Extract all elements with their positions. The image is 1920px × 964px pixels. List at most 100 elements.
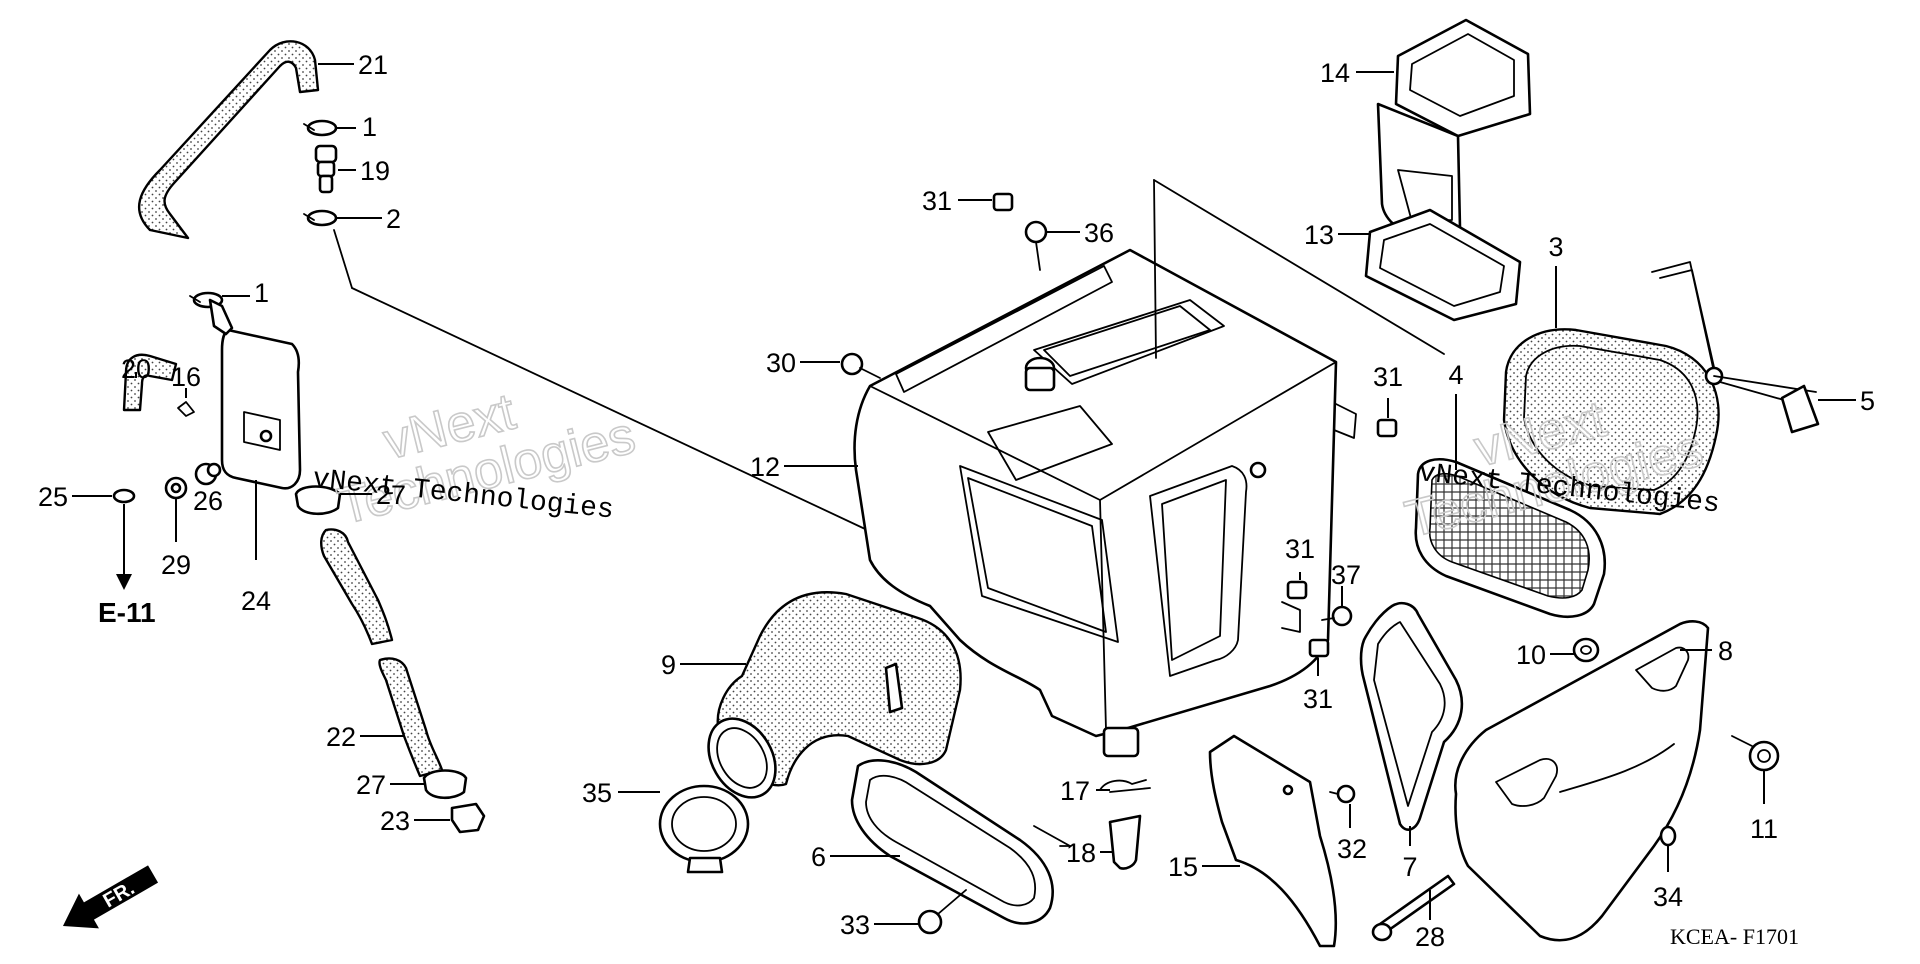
callout-number: 17 xyxy=(1060,776,1090,806)
gasket-7 xyxy=(1359,601,1464,831)
callout-number: 23 xyxy=(380,806,410,836)
duct-14 xyxy=(1376,18,1532,234)
callout-c2: 2 xyxy=(336,204,401,234)
callout-c13: 13 xyxy=(1304,220,1370,250)
callout-c6: 6 xyxy=(811,842,900,872)
callout-c31a: 31 xyxy=(922,186,992,216)
callout-c26: 26 xyxy=(193,486,223,516)
callout-number: 15 xyxy=(1168,852,1198,882)
callout-number: 33 xyxy=(840,910,870,940)
callout-number: 20 xyxy=(121,354,151,384)
callout-number: 7 xyxy=(1402,852,1417,882)
callout-c25: 25 xyxy=(38,482,112,512)
fastener-11 xyxy=(1731,735,1780,772)
callout-number: 22 xyxy=(326,722,356,752)
callout-c19: 19 xyxy=(338,156,390,186)
joint-19 xyxy=(314,144,338,194)
callout-number: 31 xyxy=(922,186,952,216)
grommet-10 xyxy=(1572,637,1600,663)
clamp-27-upper xyxy=(294,485,342,516)
clamp-band-35 xyxy=(658,784,750,874)
holder-5 xyxy=(1651,261,1820,434)
callout-c23: 23 xyxy=(380,806,450,836)
diagram-code: KCEA- F1701 xyxy=(1670,924,1799,949)
callout-number: 31 xyxy=(1303,684,1333,714)
callout-c14: 14 xyxy=(1320,58,1394,88)
bolt-29 xyxy=(164,476,188,500)
direction-arrow: FR. xyxy=(62,865,159,929)
callout-number: 35 xyxy=(582,778,612,808)
nut-31-low xyxy=(1308,638,1330,658)
nut-31-right xyxy=(1376,418,1398,438)
callout-c1a: 1 xyxy=(336,112,377,142)
callout-number: 26 xyxy=(193,486,223,516)
reference-line-tube xyxy=(333,229,881,537)
breather-tank-24 xyxy=(208,298,302,490)
clamp-27-lower xyxy=(422,769,468,800)
callout-number: 2 xyxy=(386,204,401,234)
callout-c9: 9 xyxy=(661,650,746,680)
callout-c12: 12 xyxy=(750,452,858,482)
callout-number: 19 xyxy=(360,156,390,186)
callout-number: 30 xyxy=(766,348,796,378)
clip-34 xyxy=(1659,825,1677,847)
callout-c5: 5 xyxy=(1818,386,1875,416)
callout-c21: 21 xyxy=(318,50,388,80)
callout-number: 32 xyxy=(1337,834,1367,864)
callout-number: 11 xyxy=(1750,814,1778,844)
callout-c1b: 1 xyxy=(222,278,269,308)
callout-c31c: 31 xyxy=(1285,534,1315,580)
callout-number: 29 xyxy=(161,550,191,580)
callout-number: 27 xyxy=(356,770,386,800)
grommet-26 xyxy=(194,462,222,486)
callout-number: 28 xyxy=(1415,922,1445,952)
clip-25 xyxy=(112,488,136,504)
callout-number: 1 xyxy=(362,112,377,142)
callout-number: 10 xyxy=(1516,640,1546,670)
callout-c8: 8 xyxy=(1680,636,1733,666)
gasket-6 xyxy=(850,759,1071,925)
callout-number: 1 xyxy=(254,278,269,308)
callout-number: 14 xyxy=(1320,58,1350,88)
plug-23 xyxy=(450,802,486,834)
clip-1-top xyxy=(303,119,338,137)
connecting-tube-9 xyxy=(707,591,962,799)
callout-c37: 37 xyxy=(1331,560,1361,606)
callout-c15: 15 xyxy=(1168,852,1240,882)
bolt-32 xyxy=(1329,784,1356,804)
callout-number: 25 xyxy=(38,482,68,512)
drain-plug-18 xyxy=(1108,814,1142,870)
drain-arrow xyxy=(116,504,132,590)
bolt-37 xyxy=(1321,605,1353,627)
callout-c27a: 27 xyxy=(340,480,406,510)
callout-number: 4 xyxy=(1448,360,1463,390)
callout-c20: 20 xyxy=(121,354,151,384)
callout-number: 3 xyxy=(1548,232,1563,262)
callout-number: 34 xyxy=(1653,882,1683,912)
callout-c11: 11 xyxy=(1750,770,1778,844)
reference-lines-right xyxy=(1153,179,1445,359)
callout-c17: 17 xyxy=(1060,776,1110,806)
bolt-28 xyxy=(1371,874,1456,942)
callout-c35: 35 xyxy=(582,778,660,808)
reference-e11: E-11 xyxy=(98,597,156,628)
elbow-tube-20 xyxy=(122,353,178,412)
callout-c34: 34 xyxy=(1653,846,1683,912)
callout-c28: 28 xyxy=(1415,890,1445,952)
callout-c31b: 31 xyxy=(1373,362,1403,418)
cover-15 xyxy=(1208,734,1338,948)
nut-31-top xyxy=(992,192,1014,212)
drain-tube-22 xyxy=(320,528,444,778)
callout-c16: 16 xyxy=(171,362,201,398)
callout-c24: 24 xyxy=(241,480,271,616)
clip-2 xyxy=(303,209,338,227)
air-cleaner-case-12 xyxy=(853,248,1357,758)
callout-number: 21 xyxy=(358,50,388,80)
callout-c7: 7 xyxy=(1402,826,1418,882)
callout-c36: 36 xyxy=(1046,218,1114,248)
callout-c29: 29 xyxy=(161,498,191,580)
seal-13 xyxy=(1364,208,1522,322)
callout-number: 18 xyxy=(1066,838,1096,868)
